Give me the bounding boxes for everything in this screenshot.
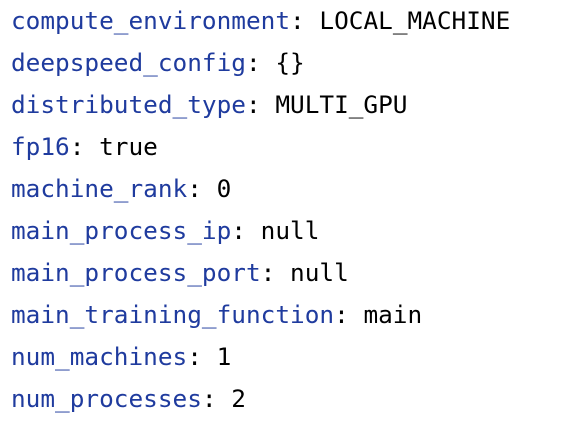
config-value: 0 [216,174,232,203]
config-value: 2 [231,384,246,413]
colon-separator: : [187,174,217,203]
config-key: distributed_type [11,90,246,119]
colon-separator: : [187,342,217,371]
colon-separator: : [290,6,320,35]
config-key: deepspeed_config [11,48,246,77]
config-line-num-machines: num_machines: 1 [11,336,578,378]
config-key: num_machines [11,342,188,371]
config-line-main-training-function: main_training_function: main [11,294,578,336]
colon-separator: : [231,216,261,245]
config-line-distributed-type: distributed_type: MULTI_GPU [11,84,578,126]
config-key: num_processes [11,384,202,413]
config-line-deepspeed-config: deepspeed_config: {} [11,42,578,84]
colon-separator: : [260,258,291,287]
config-key: main_process_ip [11,216,232,245]
colon-separator: : [334,300,364,329]
config-key: compute_environment [11,6,291,35]
config-line-main-process-ip: main_process_ip: null [11,210,578,252]
config-line-machine-rank: machine_rank: 0 [11,168,578,210]
colon-separator: : [245,90,276,119]
config-key: machine_rank [11,174,188,203]
config-value: LOCAL_MACHINE [319,6,511,35]
config-value: true [99,132,158,161]
config-value: {} [275,48,305,77]
config-line-compute-environment: compute_environment: LOCAL_MACHINE [11,0,578,42]
config-value: 1 [216,342,232,371]
config-key: fp16 [11,132,70,161]
colon-separator: : [69,132,100,161]
config-key: main_process_port [11,258,261,287]
colon-separator: : [201,384,232,413]
config-line-num-processes: num_processes: 2 [11,378,578,420]
config-line-main-process-port: main_process_port: null [11,252,578,294]
colon-separator: : [245,48,276,77]
config-key: main_training_function [11,300,335,329]
config-value: null [260,216,320,245]
config-line-fp16: fp16: true [11,126,578,168]
config-value: main [363,300,423,329]
config-value: null [290,258,349,287]
config-value: MULTI_GPU [275,90,408,119]
